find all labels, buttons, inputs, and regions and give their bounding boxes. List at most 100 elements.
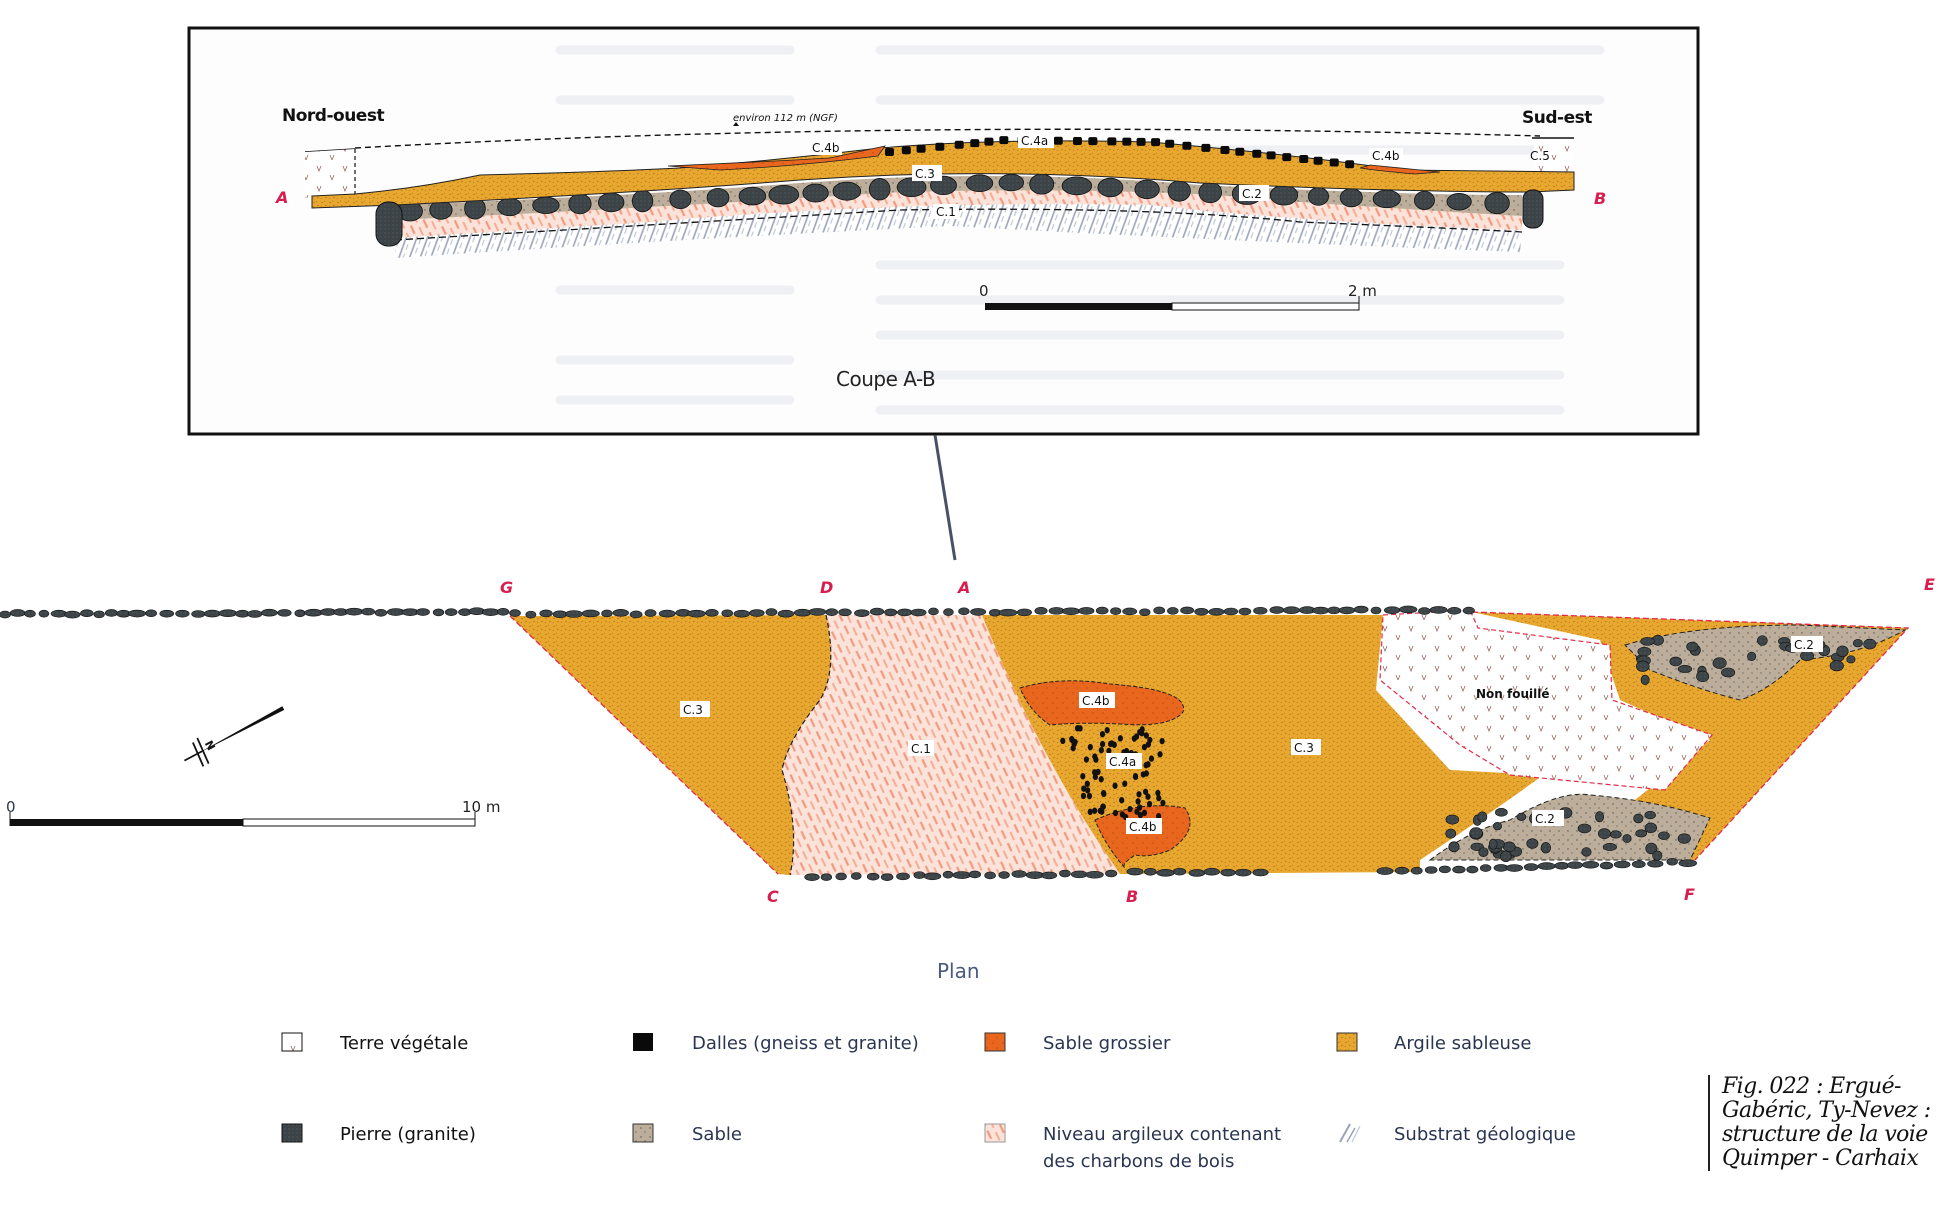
kerb-stone	[145, 609, 157, 618]
c2-stone	[1500, 850, 1512, 863]
legend-swatch-substrat	[1339, 1123, 1361, 1143]
kerb-stone	[928, 607, 939, 616]
section-dalle	[1107, 137, 1117, 146]
kerb-stone	[175, 609, 190, 618]
legend: Terre végétale Dalles (gneiss et granite…	[281, 1032, 1576, 1172]
kerb-stone	[1253, 606, 1268, 615]
c4a-dalle-dot	[1099, 740, 1106, 748]
section-stone	[802, 183, 829, 203]
plan-point-c: C	[767, 887, 779, 906]
c4a-dalle-dot	[1080, 773, 1086, 780]
c4a-dalle-dot	[1106, 747, 1112, 755]
kerb-stone	[1582, 860, 1600, 869]
plan-scale-bar: 0 10 m	[6, 798, 500, 827]
kerb-stone	[1059, 869, 1071, 878]
c2-stone	[1502, 841, 1516, 853]
section-dalle	[1182, 141, 1192, 150]
c4a-dalle-dot	[1092, 753, 1098, 760]
c4a-dalle-dot	[1099, 730, 1106, 738]
kerb-stone	[1203, 867, 1220, 876]
plan-zone-c3-right	[1472, 612, 1908, 860]
kerb-stone	[432, 608, 445, 617]
c4a-dalle-dot	[1086, 792, 1093, 800]
kerb-stone	[998, 871, 1010, 879]
kerb-stone	[93, 610, 105, 619]
c2-stone	[1469, 827, 1483, 839]
kerb-stone	[923, 872, 942, 881]
legend-swatch-pierre	[281, 1123, 303, 1143]
c2-stone	[1622, 834, 1632, 843]
scale-bar-black	[985, 303, 1172, 310]
kerb-stone	[1647, 859, 1664, 868]
section-dalle	[1345, 160, 1355, 169]
kerb-stone	[1223, 607, 1239, 616]
section-dalle	[901, 146, 911, 155]
section-stone	[738, 186, 767, 206]
kerb-stone	[80, 609, 94, 618]
kerb-stone	[804, 873, 820, 881]
kerb-stone	[835, 872, 847, 881]
section-endpoint-b: B	[1594, 189, 1606, 208]
c2-stone	[1658, 831, 1670, 840]
section-dalle	[885, 148, 894, 156]
section-stone	[568, 193, 592, 215]
tag-c4b-left: C.4b	[812, 141, 839, 155]
c2-stone	[1652, 850, 1663, 861]
c4a-dalle-dot	[1145, 793, 1151, 800]
c4a-dalle-dot	[1131, 735, 1137, 742]
kerb-stone	[866, 872, 880, 881]
section-stone	[1339, 188, 1363, 208]
c2-stone	[1448, 841, 1460, 853]
kerb-stone	[820, 873, 833, 881]
c4a-dalle-dot	[1098, 746, 1104, 754]
c4a-dalle-dot	[1160, 799, 1166, 807]
c2-stone	[1477, 811, 1488, 823]
scale-bar-white	[1171, 302, 1360, 311]
c2-stone	[1636, 660, 1650, 672]
kerb-stone	[658, 609, 676, 618]
kerb-stone	[1505, 864, 1523, 872]
c4a-dalle-dot	[1148, 755, 1155, 762]
plan-point-a: A	[956, 578, 970, 597]
kerb-stone	[880, 873, 894, 881]
section-scale-end: 2 m	[1348, 282, 1377, 300]
plan-zone-c4b-bottom	[1094, 805, 1191, 869]
section-stone	[532, 196, 560, 214]
section-terre-vegetale-left	[305, 149, 355, 198]
kerb-stone	[64, 610, 81, 619]
c4a-dalle-dot	[1132, 773, 1139, 781]
section-stone	[1307, 187, 1329, 206]
section-panel: Nord-ouest Sud-est environ 112 m (NGF)	[187, 26, 1700, 436]
c2-stone	[1677, 664, 1693, 673]
section-stone	[1269, 184, 1299, 206]
plan-kerb-stones	[0, 605, 1697, 881]
section-stone	[1029, 173, 1055, 195]
section-layer-c4b-left	[667, 145, 886, 171]
kerb-stone	[1234, 868, 1252, 877]
kerb-stone	[897, 608, 913, 617]
section-dalle	[1235, 147, 1245, 156]
plan-tag-c2-bottom: C.2	[1535, 812, 1555, 826]
section-dalle	[1266, 151, 1276, 160]
kerb-stone	[1599, 861, 1614, 870]
kerb-stone	[968, 870, 982, 879]
kerb-stone	[1167, 607, 1179, 615]
kerb-stone	[1041, 871, 1058, 880]
c4a-dalle-dot	[1137, 811, 1143, 819]
section-layer-c4b-right	[1359, 164, 1441, 175]
kerb-stone	[1384, 606, 1401, 615]
c4a-dalle-dot	[1145, 761, 1151, 768]
kerb-stone	[1110, 607, 1122, 615]
plan-excavation-boundary	[509, 611, 1910, 875]
kerb-stone	[481, 608, 500, 616]
c2-stone	[1526, 838, 1539, 849]
kerb-stone	[1312, 606, 1329, 615]
kerb-stone	[910, 608, 927, 617]
c4a-dalle-dot	[1156, 812, 1162, 820]
tag-c4b-right: C.4b	[1372, 149, 1399, 163]
kerb-stone	[1122, 607, 1138, 616]
legend-swatch-terre-vegetale	[281, 1032, 303, 1052]
kerb-stone	[235, 609, 250, 618]
section-dalle	[1201, 143, 1211, 152]
